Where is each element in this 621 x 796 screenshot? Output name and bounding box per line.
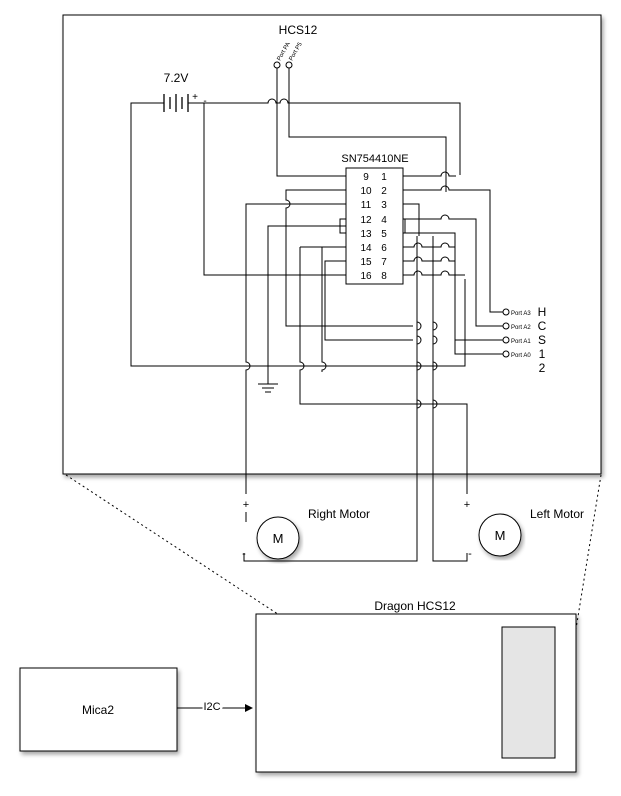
chip-pin-1: 1 — [381, 172, 387, 183]
signal-letters: H C S 1 2 — [538, 305, 547, 375]
battery-plus-label: + — [192, 92, 198, 103]
left-motor-minus: - — [468, 548, 472, 560]
chip-pin-6: 6 — [381, 243, 387, 254]
chip-pin-5: 5 — [381, 229, 387, 240]
dragon-board-module — [501, 626, 556, 759]
port-a3-terminal — [502, 308, 510, 316]
chip-pin-8: 8 — [381, 271, 387, 282]
chip-pin-16: 16 — [360, 271, 372, 282]
dragon-board-title: Dragon HCS12 — [374, 599, 456, 613]
left-motor-label: Left Motor — [530, 507, 584, 521]
port-pa-terminal — [273, 61, 281, 69]
right-motor-m: M — [273, 531, 284, 546]
port-a2-terminal — [502, 322, 510, 330]
chip-pin-7: 7 — [381, 257, 387, 268]
port-a1-terminal — [502, 336, 510, 344]
left-motor-plus: + — [464, 499, 470, 511]
chip-pin-9: 9 — [363, 172, 369, 183]
mica2-label: Mica2 — [82, 703, 114, 717]
signal-letter-1: 1 — [539, 347, 546, 361]
chip-pin-13: 13 — [360, 229, 372, 240]
chip-pin-4: 4 — [381, 215, 387, 226]
right-motor-symbol — [256, 516, 300, 560]
right-motor: + M - Right Motor — [242, 499, 370, 560]
chip-pin-2: 2 — [381, 186, 387, 197]
port-a-terminals: Port A3 Port A2 Port A1 Port A0 — [502, 308, 531, 359]
right-motor-minus: - — [242, 548, 246, 560]
left-motor: + M - Left Motor — [464, 499, 584, 560]
chip-pins-left: 9 10 11 12 13 14 15 16 — [360, 172, 372, 282]
chip-pin-15: 15 — [360, 257, 372, 268]
left-motor-symbol — [478, 513, 522, 557]
battery-minus-label: - — [203, 96, 206, 107]
port-a2-label: Port A2 — [511, 325, 531, 331]
chip-pin-12: 12 — [360, 215, 372, 226]
left-motor-m: M — [495, 528, 506, 543]
chip-pin-10: 10 — [360, 186, 372, 197]
h-bridge-chip — [345, 167, 404, 285]
signal-letter-2: 2 — [539, 361, 546, 375]
chip-pin-11: 11 — [361, 200, 372, 211]
ground-symbol — [258, 383, 278, 393]
schematic-frame — [62, 14, 602, 475]
i2c-label: I2C — [203, 701, 220, 713]
zoom-indicator-lines — [65, 474, 602, 759]
port-a1-label: Port A1 — [511, 339, 531, 345]
schematic-wires — [130, 68, 503, 562]
right-motor-label: Right Motor — [308, 507, 370, 521]
port-a0-label: Port A0 — [511, 353, 531, 359]
signal-letter-s: S — [538, 333, 546, 347]
port-a0-terminal — [502, 350, 510, 358]
chip-part-label: SN754410NE — [341, 153, 408, 165]
port-p5-terminal — [285, 61, 293, 69]
signal-letter-c: C — [538, 319, 547, 333]
battery-voltage-label: 7.2V — [164, 71, 189, 85]
chip-pin-3: 3 — [381, 200, 387, 211]
chip-pin-14: 14 — [360, 243, 372, 254]
right-motor-plus: + — [243, 499, 249, 511]
signal-letter-h: H — [538, 305, 547, 319]
mica2-box — [19, 667, 178, 752]
hcs12-title: HCS12 — [279, 23, 318, 37]
chip-pins-right: 1 2 3 4 5 6 7 8 — [381, 172, 387, 282]
port-a3-label: Port A3 — [511, 311, 531, 317]
